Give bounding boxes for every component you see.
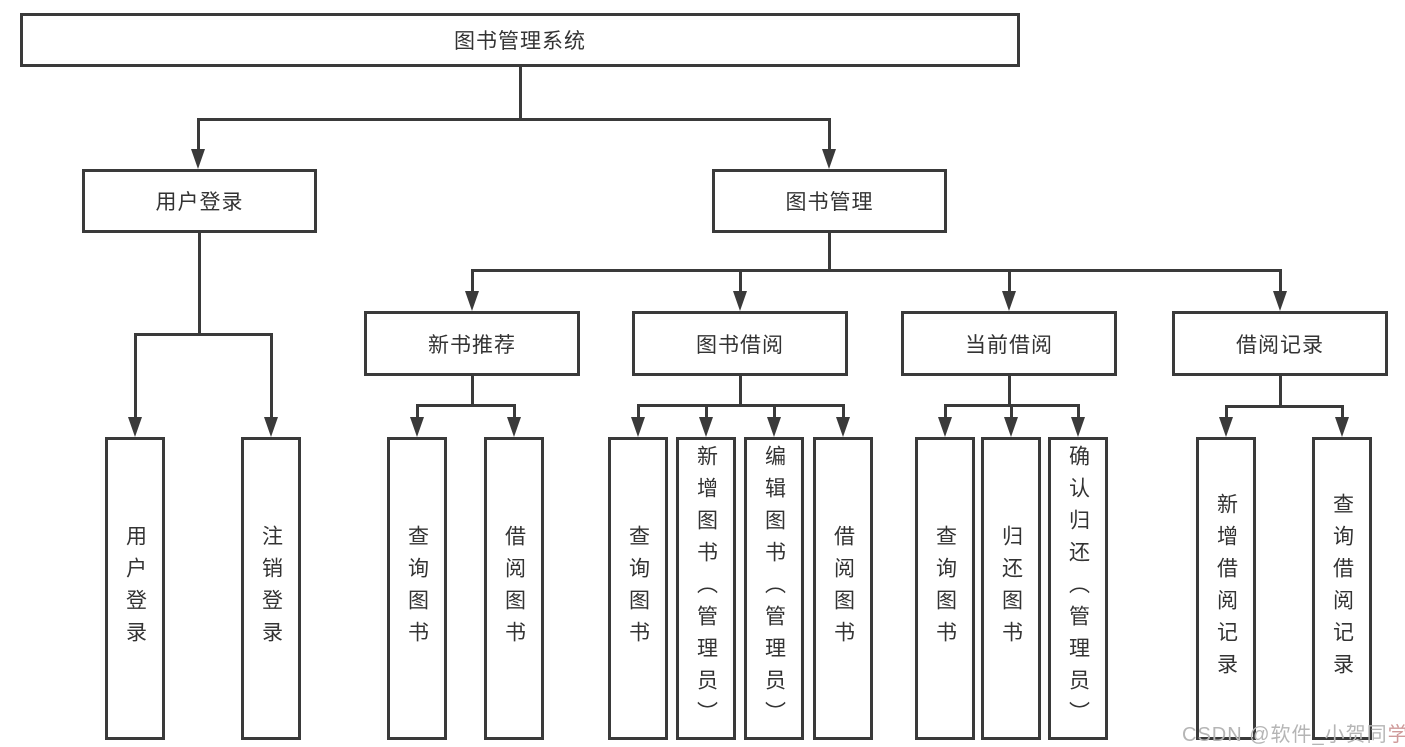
- connector-records-stem: [1279, 376, 1282, 408]
- node-book-management: 图书管理: [712, 169, 947, 233]
- node-leaf-confirm-return-admin-label: 确认归还（管理员）: [1066, 444, 1090, 733]
- node-leaf-add-borrow-record: 新增借阅记录: [1196, 437, 1256, 740]
- node-leaf-borrow-books-recommend: 借阅图书: [484, 437, 544, 740]
- arrow-down-icon: [507, 417, 521, 437]
- arrow-down-icon: [1002, 291, 1016, 311]
- arrow-down-icon: [631, 417, 645, 437]
- arrow-down-icon: [1219, 417, 1233, 437]
- node-leaf-borrow-books: 借阅图书: [813, 437, 873, 740]
- connector-records-drop-2: [1341, 405, 1344, 419]
- arrow-down-icon: [1004, 417, 1018, 437]
- connector-user-login-drop-1: [134, 333, 137, 419]
- arrow-down-icon: [1071, 417, 1085, 437]
- node-book-management-label: 图书管理: [785, 191, 874, 214]
- arrow-down-icon: [410, 417, 424, 437]
- connector-l3-branch: [471, 269, 1282, 272]
- connector-l2-branch: [197, 118, 831, 121]
- connector-records-drop-1: [1225, 405, 1228, 419]
- connector-l3-drop-1: [471, 269, 474, 293]
- node-leaf-query-books-borrow: 查询图书: [608, 437, 668, 740]
- node-leaf-query-borrow-record-label: 查询借阅记录: [1330, 492, 1354, 685]
- connector-borrow-drop-3: [773, 404, 776, 419]
- connector-current-drop-3: [1077, 404, 1080, 419]
- node-leaf-confirm-return-admin: 确认归还（管理员）: [1048, 437, 1108, 740]
- connector-l3-drop-4: [1279, 269, 1282, 293]
- arrow-down-icon: [128, 417, 142, 437]
- watermark-accent-text: 学: [1387, 724, 1405, 746]
- connector-user-login-stem: [198, 233, 201, 336]
- node-root-label: 图书管理系统: [454, 30, 586, 53]
- node-leaf-query-books-current-label: 查询图书: [933, 524, 957, 653]
- arrow-down-icon: [191, 149, 205, 169]
- node-borrowing-records: 借阅记录: [1172, 311, 1388, 376]
- watermark: CSDN @软件_小贺同学: [1182, 718, 1405, 747]
- connector-l2-drop-left: [197, 118, 200, 151]
- node-leaf-edit-books-admin: 编辑图书（管理员）: [744, 437, 804, 740]
- connector-records-branch: [1225, 405, 1344, 408]
- node-new-book-recommendation: 新书推荐: [364, 311, 580, 376]
- connector-l3-drop-2: [739, 269, 742, 293]
- arrow-down-icon: [699, 417, 713, 437]
- connector-borrow-drop-2: [705, 404, 708, 419]
- node-leaf-borrow-books-label: 借阅图书: [831, 524, 855, 653]
- node-leaf-edit-books-admin-label: 编辑图书（管理员）: [762, 444, 786, 733]
- node-leaf-logout: 注销登录: [241, 437, 301, 740]
- arrow-down-icon: [1335, 417, 1349, 437]
- connector-user-login-branch: [134, 333, 273, 336]
- arrow-down-icon: [938, 417, 952, 437]
- node-leaf-query-books-current: 查询图书: [915, 437, 975, 740]
- node-leaf-query-books-recommend: 查询图书: [387, 437, 447, 740]
- arrow-down-icon: [767, 417, 781, 437]
- connector-user-login-drop-2: [270, 333, 273, 419]
- node-root: 图书管理系统: [20, 13, 1020, 67]
- node-user-login: 用户登录: [82, 169, 317, 233]
- connector-recommend-stem: [471, 376, 474, 407]
- connector-l3-drop-3: [1008, 269, 1011, 293]
- node-borrowing-records-label: 借阅记录: [1236, 333, 1324, 357]
- node-leaf-user-login: 用户登录: [105, 437, 165, 740]
- connector-recommend-branch: [416, 404, 516, 407]
- connector-borrow-stem: [739, 376, 742, 407]
- arrow-down-icon: [836, 417, 850, 437]
- connector-borrow-branch: [637, 404, 845, 407]
- node-leaf-add-books-admin: 新增图书（管理员）: [676, 437, 736, 740]
- arrow-down-icon: [822, 149, 836, 169]
- connector-current-stem: [1008, 376, 1011, 407]
- node-leaf-user-login-label: 用户登录: [123, 524, 147, 653]
- connector-l2-drop-right: [828, 118, 831, 151]
- node-book-borrowing: 图书借阅: [632, 311, 848, 376]
- node-new-book-recommendation-label: 新书推荐: [428, 333, 516, 357]
- connector-recommend-drop-2: [513, 404, 516, 419]
- arrow-down-icon: [733, 291, 747, 311]
- arrow-down-icon: [264, 417, 278, 437]
- node-leaf-borrow-books-recommend-label: 借阅图书: [502, 524, 526, 653]
- node-book-borrowing-label: 图书借阅: [696, 333, 784, 357]
- arrow-down-icon: [1273, 291, 1287, 311]
- node-leaf-add-books-admin-label: 新增图书（管理员）: [694, 444, 718, 733]
- connector-book-mgmt-stem: [828, 233, 831, 272]
- connector-root-stem: [519, 66, 522, 121]
- connector-borrow-drop-1: [637, 404, 640, 419]
- node-leaf-logout-label: 注销登录: [259, 524, 283, 653]
- node-current-borrowing: 当前借阅: [901, 311, 1117, 376]
- node-leaf-query-books-borrow-label: 查询图书: [626, 524, 650, 653]
- node-leaf-return-books: 归还图书: [981, 437, 1041, 740]
- connector-current-drop-1: [944, 404, 947, 419]
- connector-recommend-drop-1: [416, 404, 419, 419]
- node-leaf-query-borrow-record: 查询借阅记录: [1312, 437, 1372, 740]
- watermark-gray-text: CSDN @软件_小贺同: [1182, 724, 1388, 746]
- node-leaf-return-books-label: 归还图书: [999, 524, 1023, 653]
- arrow-down-icon: [465, 291, 479, 311]
- node-user-login-label: 用户登录: [155, 191, 244, 214]
- node-leaf-query-books-recommend-label: 查询图书: [405, 524, 429, 653]
- node-leaf-add-borrow-record-label: 新增借阅记录: [1214, 492, 1238, 685]
- connector-current-drop-2: [1010, 404, 1013, 419]
- connector-borrow-drop-4: [842, 404, 845, 419]
- node-current-borrowing-label: 当前借阅: [965, 333, 1053, 357]
